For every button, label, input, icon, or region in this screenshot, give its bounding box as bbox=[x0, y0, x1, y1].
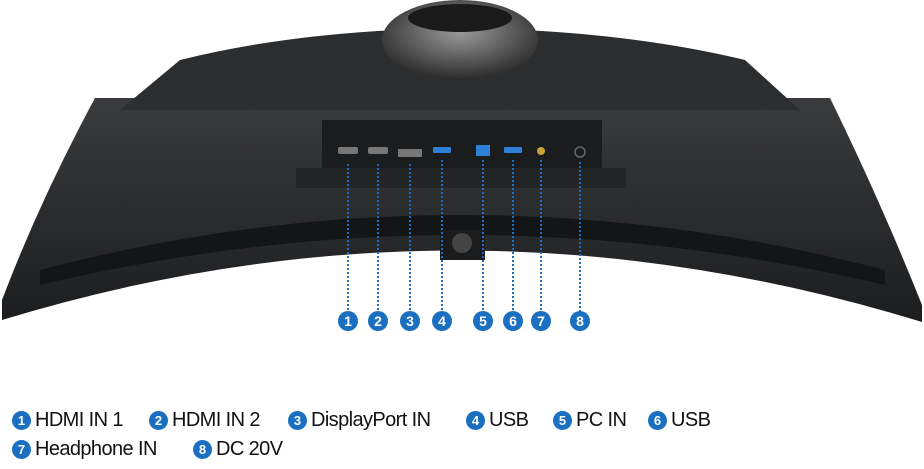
legend-badge: 3 bbox=[288, 410, 307, 430]
legend-badge: 2 bbox=[149, 410, 168, 430]
callout-2: 2 bbox=[368, 311, 388, 331]
hdmi-port-1 bbox=[338, 147, 358, 154]
legend-badge: 8 bbox=[193, 439, 212, 459]
port-shapes bbox=[338, 145, 586, 158]
displayport-port bbox=[398, 149, 422, 157]
legend-item: 3 DisplayPort IN bbox=[288, 408, 431, 432]
usb-port-6 bbox=[504, 147, 522, 153]
legend-label: PC IN bbox=[576, 408, 627, 431]
port-panel bbox=[322, 120, 602, 168]
usb-port-4 bbox=[433, 147, 451, 153]
legend-label: Headphone IN bbox=[35, 437, 157, 460]
legend-badge: 6 bbox=[648, 410, 667, 430]
legend-badge: 4 bbox=[466, 410, 485, 430]
control-stick bbox=[452, 233, 472, 253]
legend-item: 7 Headphone IN bbox=[12, 437, 157, 461]
legend-badge: 1 bbox=[12, 410, 31, 430]
legend-item: 5 PC IN bbox=[553, 408, 627, 432]
headphone-jack bbox=[537, 147, 545, 155]
legend-label: HDMI IN 1 bbox=[35, 408, 124, 431]
leader-lines bbox=[347, 160, 581, 312]
legend-badge: 7 bbox=[12, 439, 31, 459]
legend-item: 1 HDMI IN 1 bbox=[12, 408, 124, 432]
monitor-body bbox=[2, 98, 922, 322]
callout-6: 6 bbox=[503, 311, 523, 331]
hdmi-port-2 bbox=[368, 147, 388, 154]
legend-label: DisplayPort IN bbox=[311, 408, 431, 431]
legend-badge: 5 bbox=[553, 410, 572, 430]
callout-5: 5 bbox=[473, 311, 493, 331]
legend-label: DC 20V bbox=[216, 437, 283, 460]
legend-label: USB bbox=[489, 408, 529, 431]
dc-jack bbox=[574, 146, 586, 158]
legend-item: 6 USB bbox=[648, 408, 711, 432]
callout-8: 8 bbox=[570, 311, 590, 331]
legend-label: HDMI IN 2 bbox=[172, 408, 261, 431]
callout-1: 1 bbox=[338, 311, 358, 331]
legend-item: 4 USB bbox=[466, 408, 529, 432]
legend-label: USB bbox=[671, 408, 711, 431]
legend-item: 8 DC 20V bbox=[193, 437, 283, 461]
callout-4: 4 bbox=[432, 311, 452, 331]
callout-3: 3 bbox=[400, 311, 420, 331]
callout-7: 7 bbox=[531, 311, 551, 331]
bottom-bezel bbox=[40, 215, 885, 285]
legend-item: 2 HDMI IN 2 bbox=[149, 408, 261, 432]
usb-b-port bbox=[476, 145, 490, 156]
